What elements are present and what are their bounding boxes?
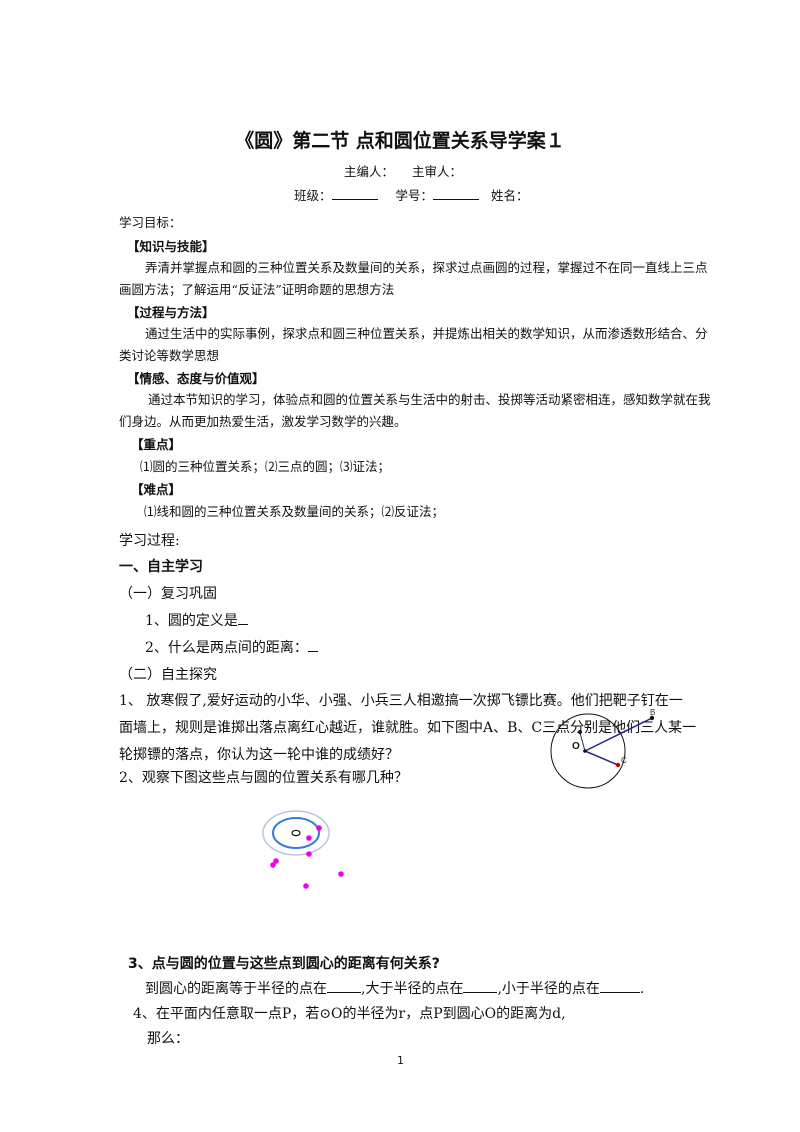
process-method-label: 【过程与方法】: [127, 305, 215, 320]
question-circle-definition: 1、圆的定义是: [145, 610, 248, 630]
label-a: A: [584, 720, 590, 729]
question-circle-definition-text: 1、圆的定义是: [145, 613, 238, 629]
label-o: O: [572, 741, 580, 752]
problem4-line-2: 那么：: [147, 1031, 189, 1047]
name-label: 姓名：: [490, 188, 529, 203]
emotion-label: 【情感、态度与价值观】: [127, 371, 265, 386]
dartboard-circle: [550, 713, 626, 789]
magenta-point: [273, 858, 279, 864]
magenta-point: [306, 851, 312, 857]
segment-ob: [584, 717, 653, 752]
point-c: [615, 762, 621, 768]
problem3-fill-line: 到圆心的距离等于半径的点在 ,大于半径的点在 ,小于半径的点在.: [145, 978, 644, 998]
emotion-line-1: 通过本节知识的学习，体验点和圆的位置关系与生活中的射击、投掷等活动紧密相连，感知…: [148, 392, 711, 407]
fill-less-text: ,小于半径的点在: [497, 981, 600, 997]
problem3-text-content: 3、点与圆的位置与这些点到圆心的距离有何关系?: [128, 956, 440, 972]
reviewer-label: 主审人：: [412, 164, 463, 179]
student-info-line: 班级： 学号： 姓名：: [294, 185, 528, 204]
key-point-text: ⑴圆的三种位置关系；⑵三点的圆；⑶证法；: [140, 459, 391, 474]
point-a: [578, 730, 582, 734]
inner-circle: [272, 817, 320, 849]
page-number: 1: [397, 1054, 404, 1067]
fill-equal-text: 到圆心的距离等于半径的点在: [145, 981, 327, 997]
problem1-line-2: 面墙上，规则是谁掷出落点离红心越近，谁就胜。如下图中A、B、C三点分别是他们三人…: [119, 720, 697, 736]
process-method-line-1: 通过生活中的实际事例，探求点和圆三种位置关系，并提炼出相关的数学知识，从而渗透数…: [145, 326, 708, 341]
dartboard-figure: A B C O: [550, 708, 655, 789]
segment-oa: [579, 732, 586, 752]
problem1-line-3: 轮掷镖的落点，你认为这一轮中谁的成绩好？: [119, 747, 399, 763]
magenta-point: [303, 883, 309, 889]
difficult-point-text: ⑴线和圆的三种位置关系及数量间的关系；⑵反证法；: [144, 504, 445, 519]
number-blank[interactable]: [433, 187, 479, 200]
class-blank[interactable]: [331, 187, 378, 200]
knowledge-label: 【知识与技能】: [127, 239, 215, 254]
section-self-study: 一、自主学习: [119, 559, 203, 575]
chief-editor-label: 主编人：: [344, 164, 395, 179]
segment-oc: [584, 750, 619, 766]
problem4-line-1: 4、在平面内任意取一点P，若⊙O的半径为r，点P到圆心O的距离为d,: [133, 1006, 566, 1022]
fill-equal-blank[interactable]: [327, 980, 361, 993]
label-c: C: [621, 756, 627, 765]
magenta-point: [316, 825, 322, 831]
point-distance-blank[interactable]: [307, 639, 318, 652]
problem1-line-1: 1、 放寒假了,爱好运动的小华、小强、小兵三人相邀搞一次掷飞镖比赛。他们把靶子钉…: [119, 693, 683, 709]
knowledge-line-2: 画圆方法；了解运用“反证法”证明命题的思想方法: [119, 282, 395, 297]
process-heading: 学习过程:: [119, 533, 180, 549]
center-o-mark: [291, 829, 301, 837]
subsection-review: （一）复习巩固: [119, 586, 217, 602]
question-point-distance-text: 2、什么是两点间的距离：: [145, 640, 308, 656]
knowledge-line-1: 弄清并掌握点和圆的三种位置关系及数量间的关系，探求过点画圆的过程，掌握过不在同一…: [145, 260, 708, 275]
outer-circle: [262, 810, 330, 856]
process-method-line-2: 类讨论等数学思想: [119, 348, 220, 363]
class-label: 班级：: [294, 188, 332, 203]
subsection-explore: （二）自主探究: [119, 667, 217, 683]
number-label: 学号：: [395, 188, 433, 203]
question-point-distance: 2、什么是两点间的距离：: [145, 637, 318, 657]
circle-definition-blank[interactable]: [237, 612, 248, 625]
magenta-point: [306, 835, 312, 841]
point-circle-figure: [262, 810, 344, 889]
center-o: [583, 749, 587, 753]
fill-end-punct: .: [639, 981, 645, 997]
difficult-point-label: 【难点】: [131, 482, 182, 497]
point-b: [649, 715, 655, 721]
problem3-text: 3、点与圆的位置与这些点到圆心的距离有何关系?: [128, 953, 440, 973]
magenta-point: [338, 871, 344, 877]
emotion-line-2: 们身边。从而更加热爱生活，激发学习数学的兴趣。: [119, 414, 407, 429]
magenta-point: [270, 862, 276, 868]
fill-greater-blank[interactable]: [463, 980, 498, 993]
label-b: B: [650, 708, 655, 717]
page-title: 《圆》第二节 点和圆位置关系导学案１: [235, 130, 565, 152]
key-point-label: 【重点】: [131, 437, 182, 452]
problem2-text: 2、观察下图这些点与圆的位置关系有哪几种？: [119, 770, 408, 786]
fill-less-blank[interactable]: [599, 980, 640, 993]
goals-heading: 学习目标：: [119, 215, 182, 230]
fill-greater-text: ,大于半径的点在: [361, 981, 464, 997]
